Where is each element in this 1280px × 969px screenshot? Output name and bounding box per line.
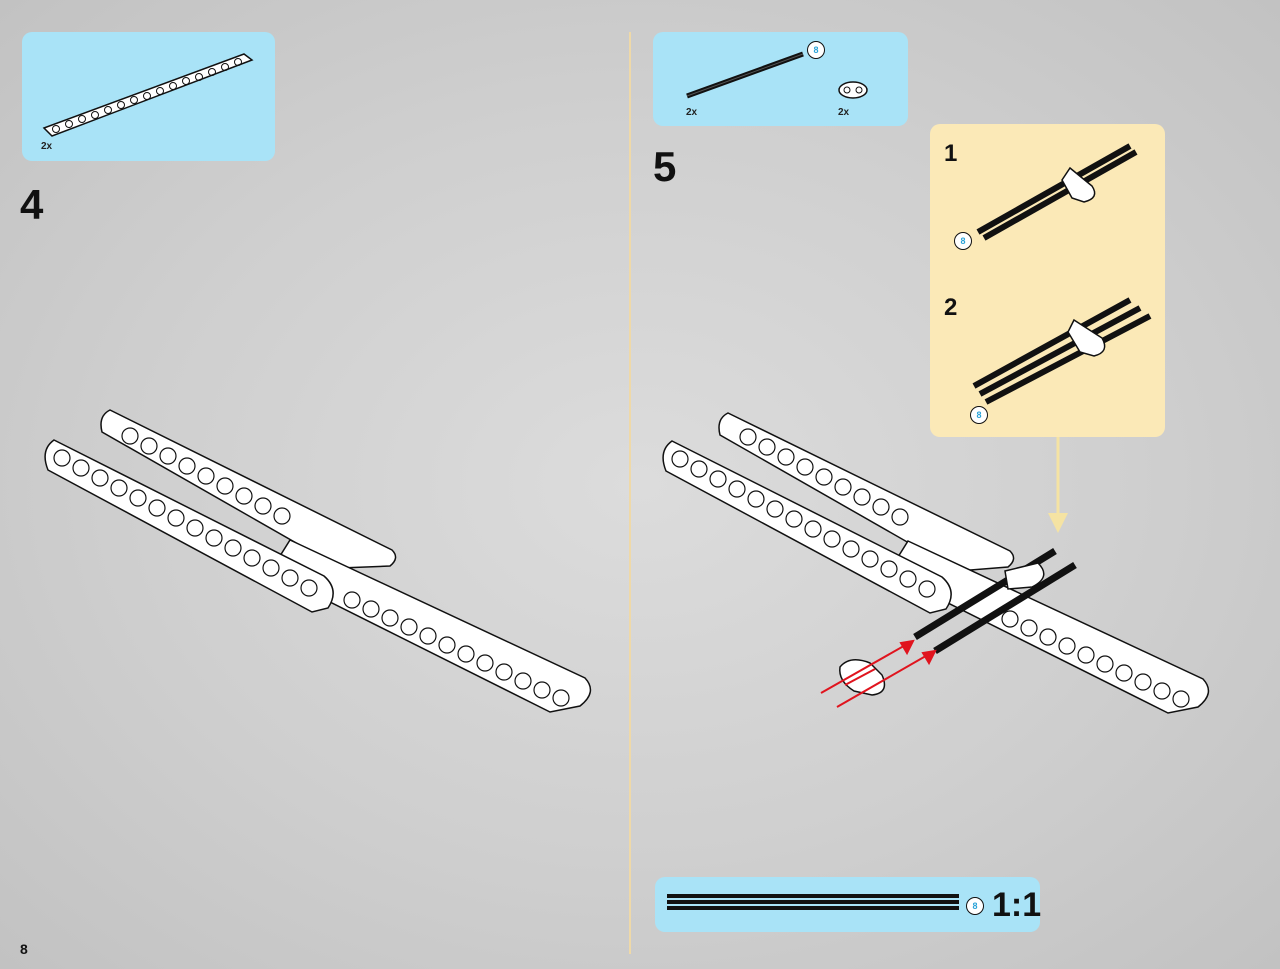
axle-icon bbox=[686, 51, 804, 99]
part-qty: 2x bbox=[838, 107, 850, 118]
long-beam bbox=[268, 539, 592, 713]
scale-label: 1:1 bbox=[992, 886, 1042, 924]
insert-arrows-icon bbox=[820, 639, 937, 708]
step4-parts-box: 2x bbox=[22, 32, 275, 161]
step5-parts-box: 8 2x 2x bbox=[653, 32, 908, 126]
connector-icon bbox=[838, 81, 868, 99]
length-badge-icon: 8 bbox=[807, 41, 825, 59]
substep1-illustration bbox=[976, 143, 1138, 241]
liftarm-beam-icon bbox=[42, 53, 254, 137]
length-badge-icon: 8 bbox=[970, 406, 988, 424]
length-badge-icon: 8 bbox=[954, 232, 972, 250]
step4-assembly-illustration bbox=[44, 409, 592, 713]
substep-number-2: 2 bbox=[944, 294, 958, 321]
page-divider bbox=[629, 32, 631, 954]
step5-assembly-illustration bbox=[662, 412, 1210, 714]
substep2-illustration bbox=[972, 297, 1152, 405]
part-qty: 2x bbox=[686, 107, 698, 118]
page-number: 8 bbox=[20, 941, 28, 957]
scale-reference-box: 8 1:1 bbox=[655, 877, 1042, 932]
front-beam bbox=[44, 427, 334, 613]
length-badge-icon: 8 bbox=[966, 897, 984, 915]
substep-number-1: 1 bbox=[944, 140, 958, 167]
part-qty: 2x bbox=[41, 141, 53, 152]
step-number-5: 5 bbox=[653, 143, 677, 190]
axle-scale-icon bbox=[667, 894, 959, 910]
insert-arrow-icon bbox=[1048, 437, 1068, 533]
step-number-4: 4 bbox=[20, 181, 44, 228]
subassembly-box: 1 8 2 8 bbox=[930, 124, 1165, 437]
